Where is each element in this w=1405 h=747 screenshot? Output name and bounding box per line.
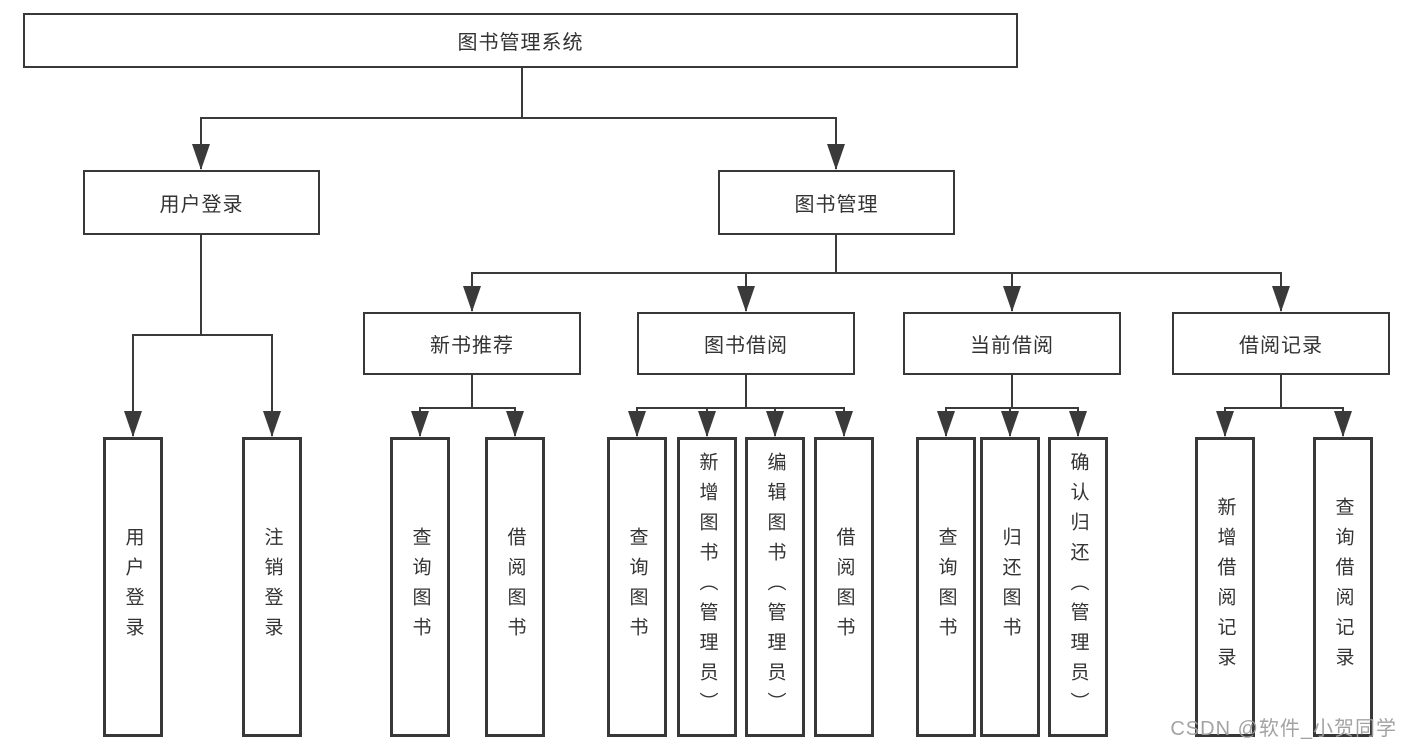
node-label: 借阅图书 [833, 527, 855, 647]
leaf-br-query-record: 查询借阅记录 [1313, 437, 1373, 737]
node-borrowing-records: 借阅记录 [1172, 312, 1390, 375]
leaf-bb-query-books: 查询图书 [607, 437, 667, 737]
node-label: 用户登录 [122, 527, 144, 647]
node-new-book-recommendation: 新书推荐 [363, 312, 581, 375]
leaf-cb-return-books: 归还图书 [980, 437, 1040, 737]
node-label: 用户登录 [159, 194, 244, 216]
node-book-borrowing: 图书借阅 [637, 312, 855, 375]
node-book-management: 图书管理 [718, 170, 955, 235]
node-label: 归还图书 [999, 527, 1021, 647]
node-label: 查询图书 [626, 527, 648, 647]
connector-book-borrow-trunk [637, 375, 844, 409]
leaf-bb-borrow-books: 借阅图书 [814, 437, 874, 737]
node-label: 新增借阅记录 [1214, 497, 1236, 677]
node-root-system: 图书管理系统 [23, 13, 1018, 68]
connector-root-trunk [201, 68, 836, 119]
node-current-borrowing: 当前借阅 [903, 312, 1121, 375]
leaf-bb-add-books-admin: 新增图书（管理员） [677, 437, 737, 737]
node-label: 查询借阅记录 [1332, 497, 1354, 677]
node-label: 图书管理 [794, 194, 879, 216]
node-label: 查询图书 [409, 527, 431, 647]
node-label: 查询图书 [935, 527, 957, 647]
connector-user-login-trunk [133, 235, 272, 336]
leaf-bb-edit-books-admin: 编辑图书（管理员） [745, 437, 805, 737]
leaf-rec-query-books: 查询图书 [390, 437, 450, 737]
node-label: 借阅记录 [1239, 335, 1323, 357]
node-label: 编辑图书（管理员） [764, 452, 786, 722]
leaf-cb-confirm-return-admin: 确认归还（管理员） [1048, 437, 1108, 737]
node-label: 当前借阅 [970, 335, 1054, 357]
connector-current-borrow-trunk [946, 375, 1078, 409]
leaf-logout: 注销登录 [242, 437, 302, 737]
node-label: 新增图书（管理员） [696, 452, 718, 722]
csdn-watermark: CSDN @软件_小贺同学 [1170, 718, 1397, 740]
connector-new-book-rec-trunk [420, 375, 515, 409]
node-label: 图书管理系统 [457, 32, 584, 54]
node-user-login: 用户登录 [83, 170, 320, 235]
leaf-br-add-record: 新增借阅记录 [1195, 437, 1255, 737]
node-label: 注销登录 [261, 527, 283, 647]
leaf-cb-query-books: 查询图书 [916, 437, 976, 737]
connector-borrow-records-trunk [1225, 375, 1343, 409]
node-label: 新书推荐 [430, 335, 514, 357]
leaf-user-login: 用户登录 [103, 437, 163, 737]
connector-book-mgmt-trunk [472, 235, 1281, 274]
node-label: 借阅图书 [504, 527, 526, 647]
node-label: 确认归还（管理员） [1067, 452, 1089, 722]
node-label: 图书借阅 [704, 335, 788, 357]
leaf-rec-borrow-books: 借阅图书 [485, 437, 545, 737]
